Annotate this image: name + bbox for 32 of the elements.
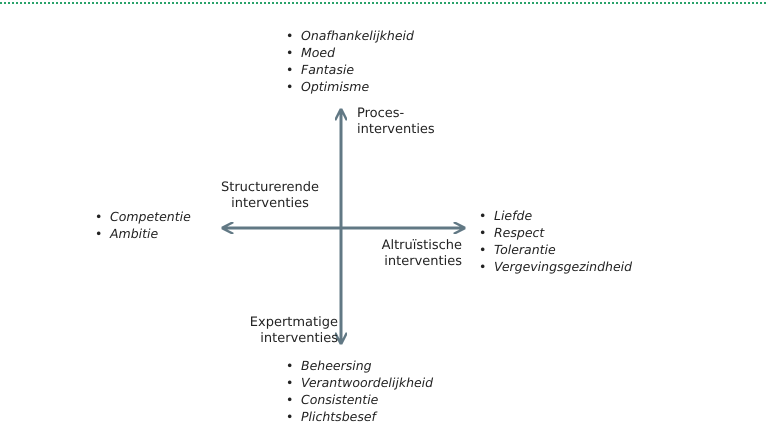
axis-label: Altruïstische interventies — [380, 238, 462, 270]
list-item: Onafhankelijkheid — [301, 28, 414, 44]
bullet-mark: • — [286, 392, 294, 408]
list-item: Plichtsbesef — [301, 409, 376, 425]
bullet-mark: • — [479, 225, 486, 241]
bullet-mark: • — [286, 62, 294, 78]
axis-label: Proces-interventies — [357, 106, 436, 138]
list-item: Tolerantie — [494, 242, 556, 258]
bullet-mark: • — [95, 209, 102, 225]
axis-label: Structurerende interventies — [220, 180, 320, 212]
list-item: Optimisme — [301, 79, 370, 95]
list-item: Ambitie — [110, 226, 158, 242]
bullet-mark: • — [286, 409, 294, 425]
list-item: Competentie — [110, 209, 191, 225]
list-item: Respect — [494, 225, 544, 241]
axis-label: Expertmatige interventies — [248, 315, 338, 347]
bullet-mark: • — [479, 208, 486, 224]
list-item: Liefde — [494, 208, 532, 224]
list-item: Verantwoordelijkheid — [301, 375, 434, 391]
bullet-mark: • — [286, 28, 294, 44]
bullet-mark: • — [286, 358, 294, 374]
list-item: Beheersing — [301, 358, 372, 374]
bullet-mark: • — [479, 259, 486, 275]
list-item: Consistentie — [301, 392, 378, 408]
bullet-mark: • — [286, 79, 294, 95]
list-item: Vergevingsgezindheid — [494, 259, 632, 275]
bullet-mark: • — [286, 375, 294, 391]
list-item: Fantasie — [301, 62, 354, 78]
bullet-mark: • — [95, 226, 102, 242]
bullet-mark: • — [286, 45, 294, 61]
bullet-mark: • — [479, 242, 486, 258]
list-item: Moed — [301, 45, 336, 61]
